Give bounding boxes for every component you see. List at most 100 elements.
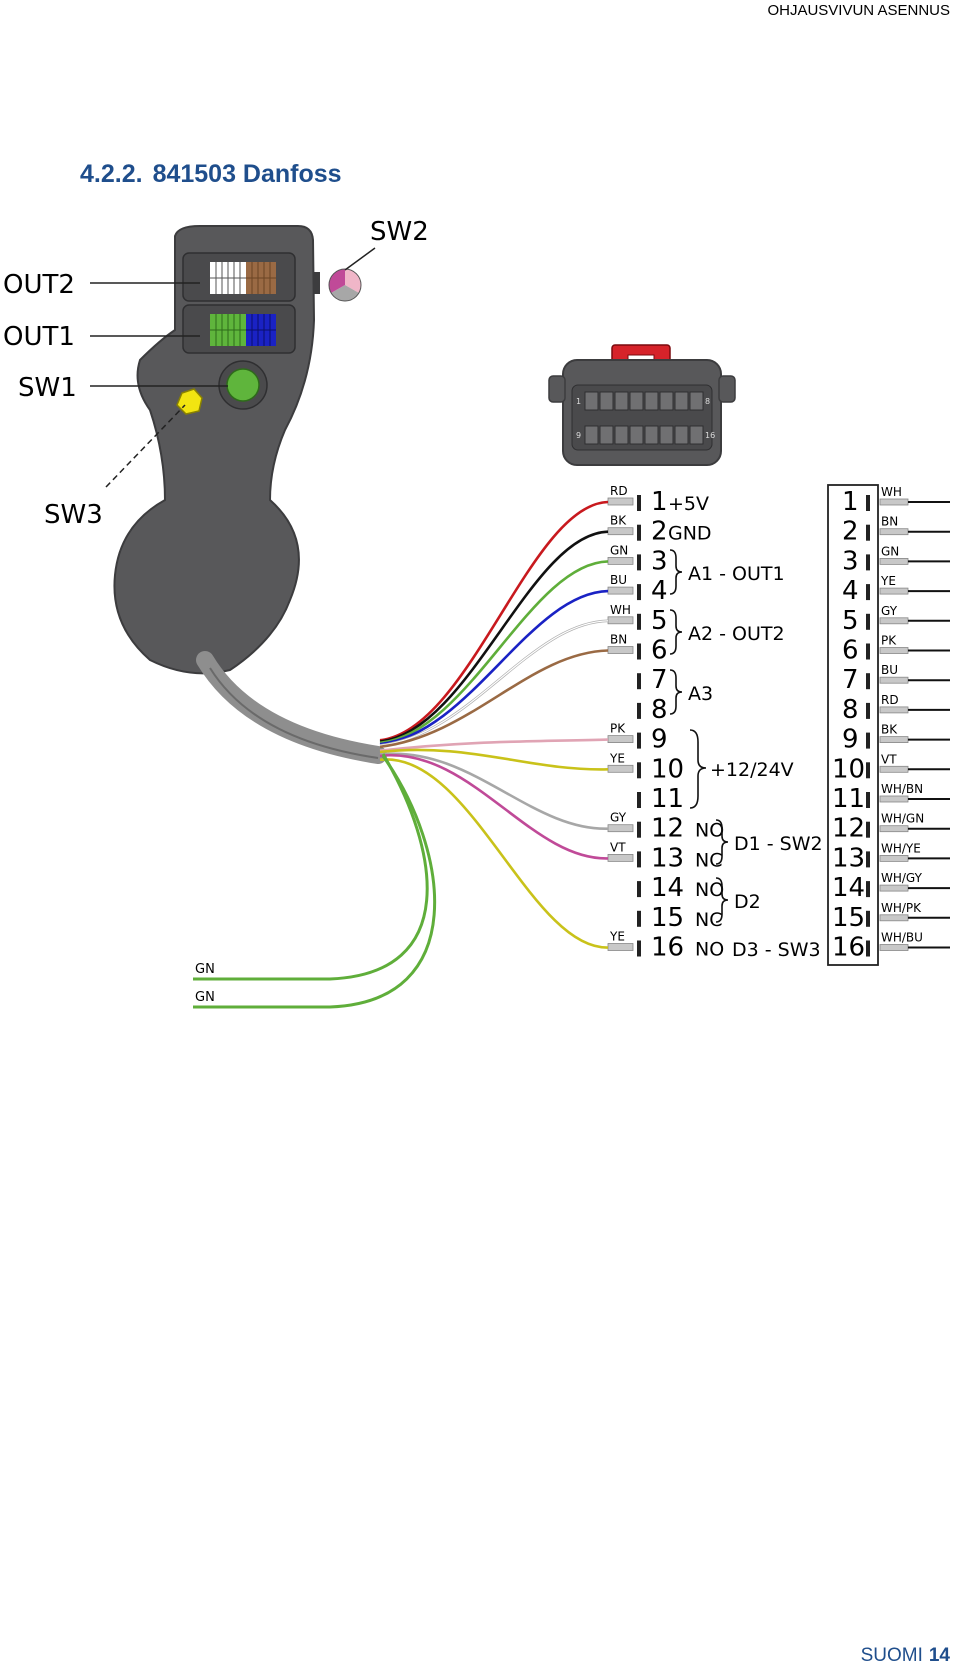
page-number: 14 — [928, 1645, 950, 1666]
connector-ferrule — [879, 558, 909, 565]
group-label-supply: +12/24V — [710, 759, 794, 781]
group-label-a3: A3 — [688, 683, 713, 705]
wire-code: BK — [610, 514, 627, 528]
connector-pin-marker — [866, 554, 870, 571]
connector-pin-marker — [866, 495, 870, 511]
wire-lead — [379, 649, 609, 749]
pin-number: 5 — [651, 606, 668, 636]
sw2-button — [328, 268, 362, 302]
sw1-button — [226, 368, 260, 402]
connector-ferrule — [879, 736, 909, 743]
plug-pin-16: 16 — [705, 431, 715, 440]
pin-marker — [637, 792, 641, 808]
wire-ferrule — [607, 616, 634, 625]
wire-ferrule — [607, 557, 634, 565]
connector-pin-marker — [866, 940, 870, 957]
pin-number: 14 — [651, 873, 684, 903]
pin-number: 2 — [651, 517, 668, 547]
connector-pin-number: 5 — [842, 606, 859, 636]
connector-ferrule — [879, 706, 909, 714]
plug-pin-1: 1 — [576, 397, 581, 406]
wire-ferrule — [607, 586, 634, 595]
connector-wire-code: GY — [881, 604, 898, 618]
pin-marker — [637, 910, 641, 927]
out1-blue-indicator — [246, 314, 276, 346]
ground-wire — [193, 753, 429, 981]
wire-ferrule — [607, 943, 634, 951]
connector-wire-code: RD — [881, 693, 899, 707]
wire-lead — [379, 758, 609, 949]
wire-ferrule — [607, 646, 634, 654]
connector-wire-code: WH/GN — [881, 812, 924, 826]
group-braces — [669, 549, 729, 923]
pin-number: 1 — [651, 487, 668, 517]
connector-pin-marker — [866, 910, 870, 927]
connector-ferrule — [879, 825, 909, 833]
connector-wire-code: WH/YE — [881, 841, 921, 855]
connector-pin-marker — [866, 732, 870, 749]
wire-code: GN — [610, 543, 628, 557]
wire-ferrule — [607, 764, 634, 773]
wire-code: BN — [610, 633, 627, 647]
connector-wire-code: BU — [881, 663, 898, 677]
connector-ferrule — [879, 498, 909, 506]
connector-pin-number: 15 — [832, 903, 865, 933]
wiring-diagram: SW2 OUT2 OUT1 SW1 SW3 1 8 9 16 RDBKGNBUW… — [3, 217, 950, 1009]
group-label-a2: A2 - OUT2 — [688, 623, 785, 645]
pin-number: 16 — [651, 933, 684, 963]
wire-ferrule — [607, 854, 634, 862]
pin-marker — [637, 940, 641, 957]
connector-wire-code: VT — [881, 752, 897, 766]
pin-number: 15 — [651, 903, 684, 933]
connector-ferrule — [879, 647, 909, 654]
connector-pin-box — [827, 484, 879, 966]
pin-function: NO — [695, 939, 724, 961]
wire-ferrule — [607, 735, 634, 743]
connector-pin-number: 1 — [842, 487, 859, 517]
wire-code: PK — [610, 722, 626, 736]
connector-pin-marker — [866, 584, 870, 601]
pin-number: 6 — [651, 636, 668, 666]
pin-number: 8 — [651, 695, 668, 725]
group-label-d3: D3 - SW3 — [732, 939, 821, 961]
connector-ferrule — [879, 914, 909, 922]
connector-pin-number: 3 — [842, 546, 859, 576]
connector-pin-marker — [866, 702, 870, 719]
wire-ferrule — [607, 527, 634, 536]
wire-code: GY — [610, 811, 627, 825]
connector-pin-number: 9 — [842, 725, 859, 755]
connector-pin-number: 7 — [842, 665, 859, 695]
pin-number: 10 — [651, 754, 684, 784]
connector-pin-number: 8 — [842, 695, 859, 725]
pin-marker — [637, 673, 641, 690]
group-label-d1: D1 - SW2 — [734, 833, 823, 855]
section-heading: 4.2.2.841503 Danfoss — [80, 160, 352, 189]
wire-code: YE — [609, 930, 625, 944]
connector-pin-marker — [866, 792, 870, 808]
wire-code: WH — [610, 603, 631, 617]
pin-number: 13 — [651, 843, 684, 873]
connector-wire-code: BN — [881, 515, 898, 529]
wire-lead — [379, 500, 609, 742]
pin-function: NO — [695, 879, 724, 901]
out1-green-indicator — [210, 314, 246, 346]
connector-ferrule — [879, 944, 909, 951]
group-label-d2: D2 — [734, 891, 761, 913]
connector-pin-number: 16 — [832, 933, 865, 963]
footer-language: SUOMI — [860, 1645, 923, 1666]
connector-pin-marker — [866, 643, 870, 660]
pin-function: NO — [695, 820, 724, 842]
connector-ferrule — [879, 855, 909, 862]
wire-lead — [379, 589, 609, 746]
connector-ferrule — [879, 765, 909, 773]
pin-number: 3 — [651, 546, 668, 576]
connector-pin-marker — [866, 821, 870, 838]
section-number: 4.2.2. — [80, 160, 143, 188]
pin-marker — [637, 584, 641, 601]
connector-pin-number: 10 — [832, 754, 865, 784]
ground-wire-code: GN — [195, 962, 215, 977]
connector-ferrule — [879, 528, 909, 536]
sw2-label: SW2 — [370, 217, 429, 247]
